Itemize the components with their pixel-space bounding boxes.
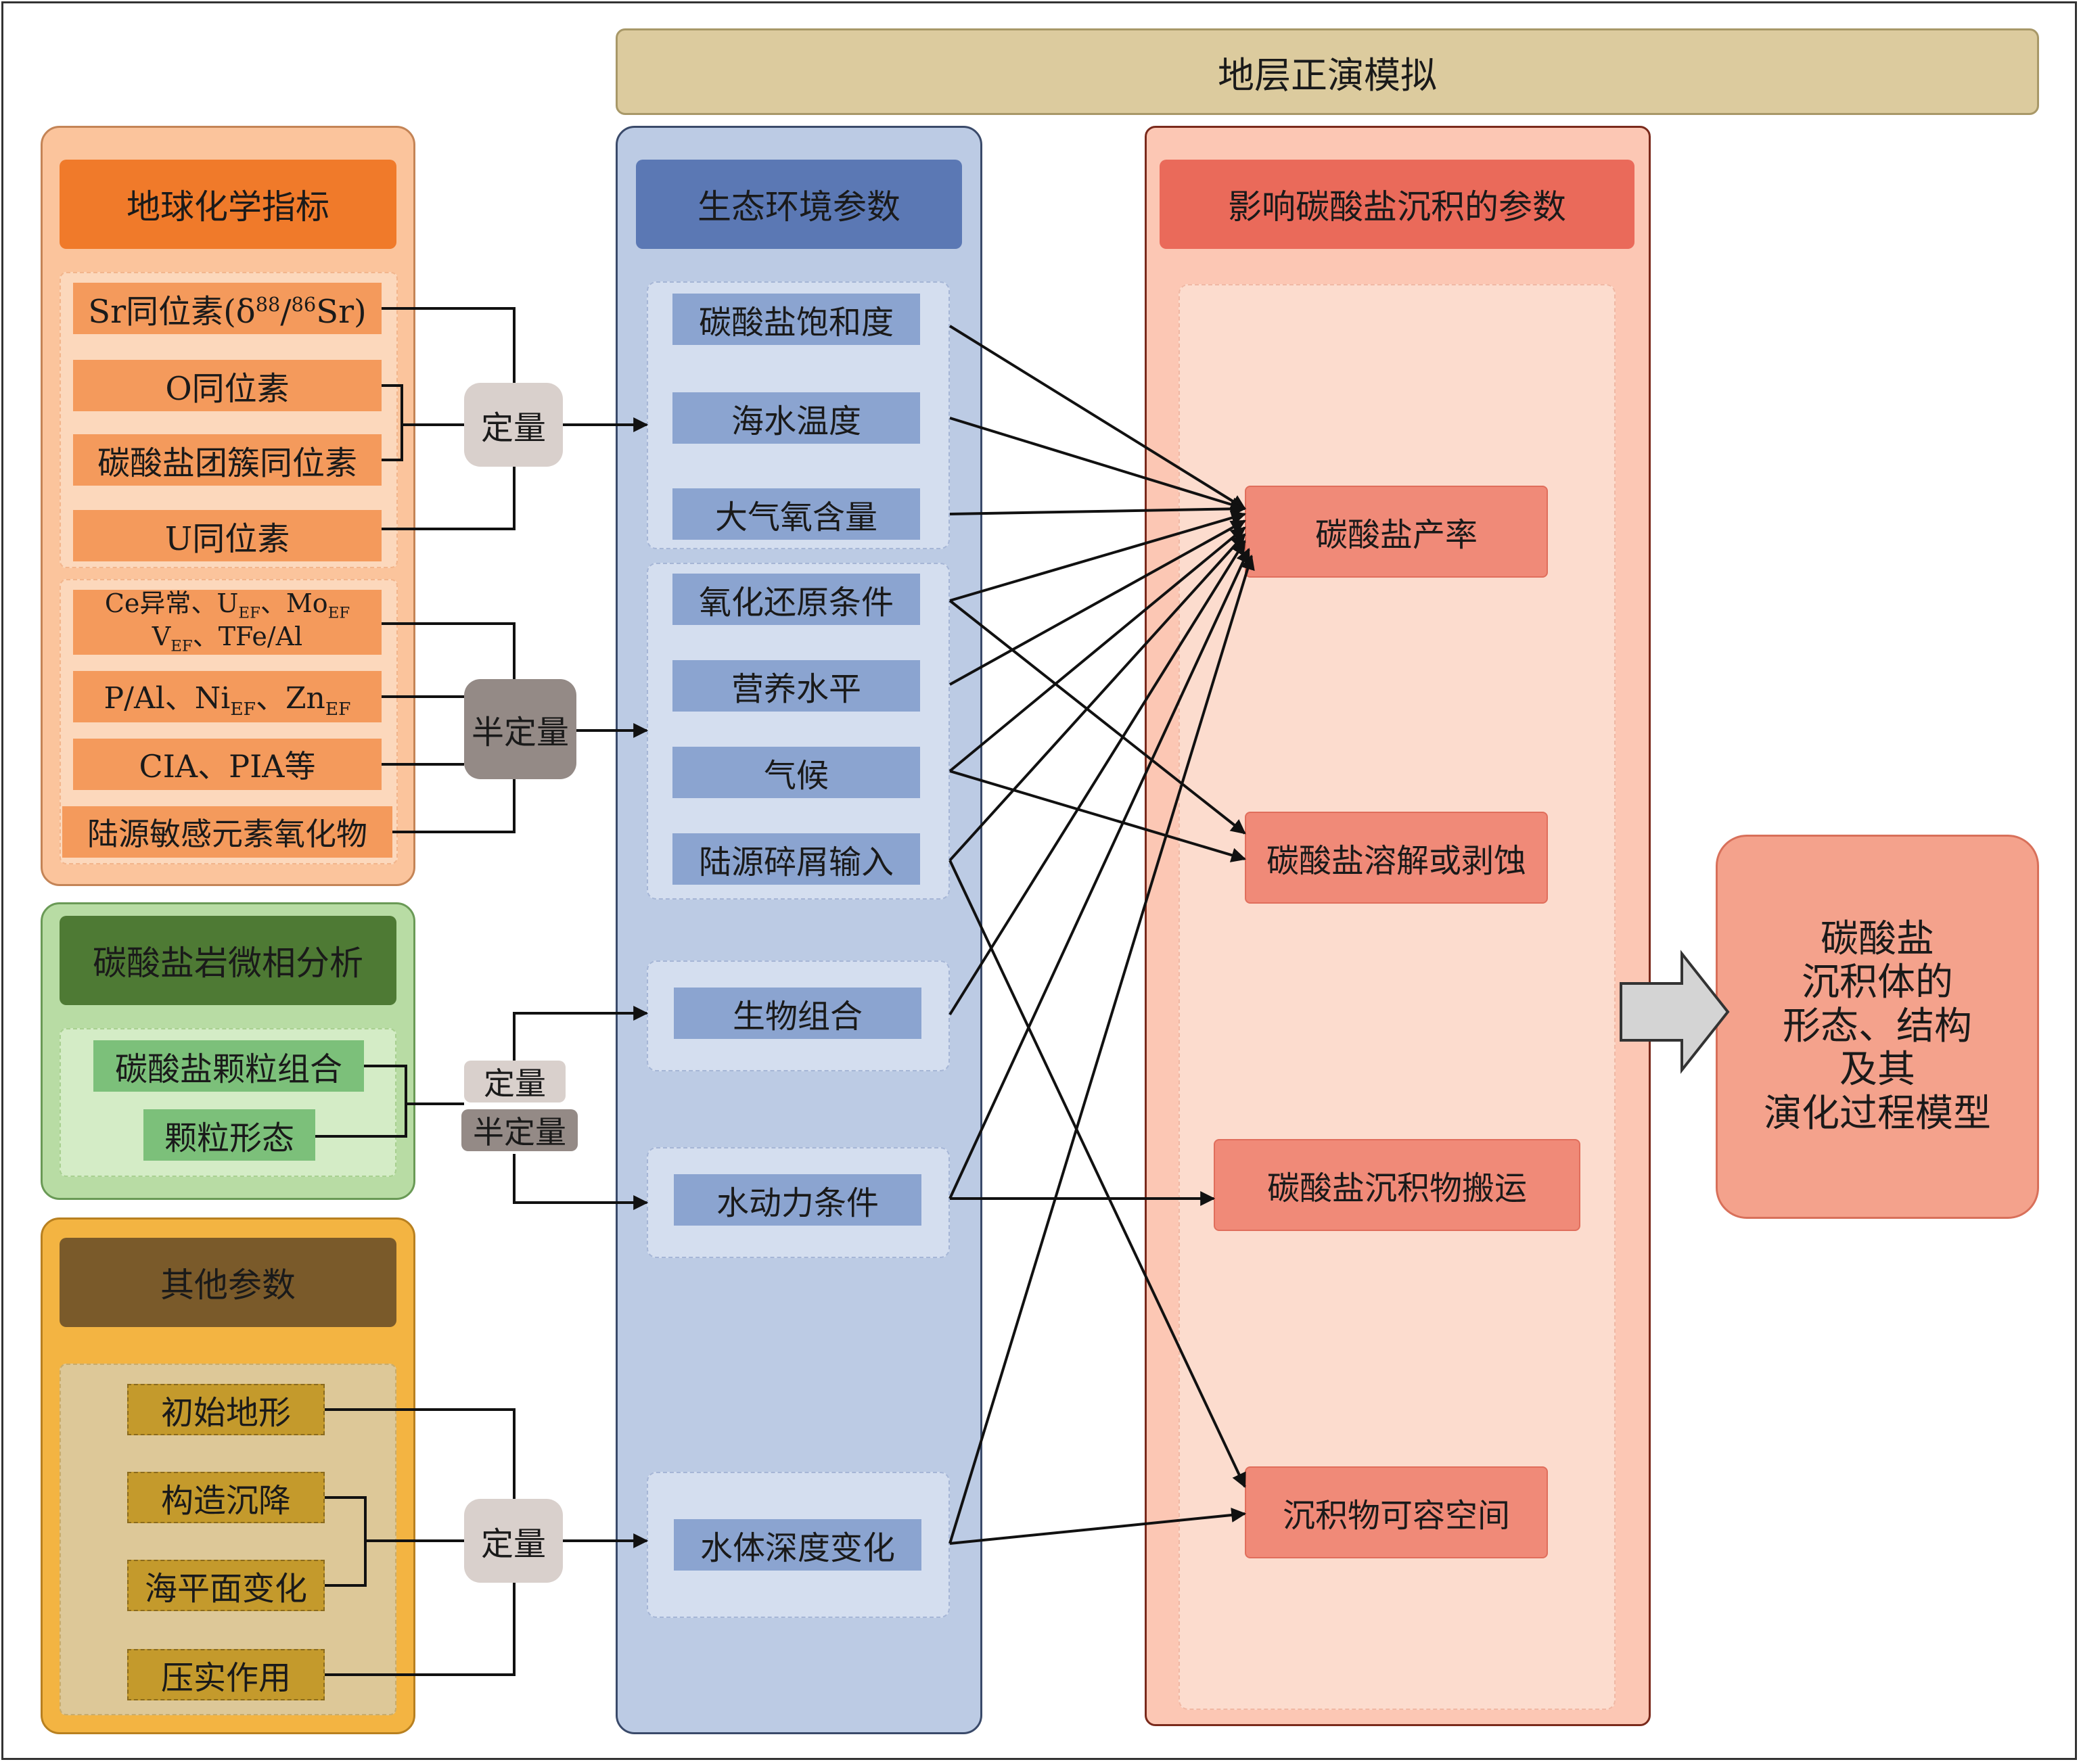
p-al-label: P/Al、NiEF、ZnEF [104,681,351,720]
u-isotope-label: U同位素 [164,520,290,558]
sr-isotope-item: Sr同位素(δ88/86Sr) [73,283,382,334]
grain-morphology-item: 颗粒形态 [143,1109,315,1161]
sea-level-change-label: 海平面变化 [144,1570,307,1608]
eco-climate: 气候 [672,747,920,798]
factor-sediment-transport: 碳酸盐沉积物搬运 [1214,1139,1580,1231]
p-al-item: P/Al、NiEF、ZnEF [73,671,382,722]
sea-level-change-item: 海平面变化 [127,1560,325,1611]
o-isotope-label: O同位素 [165,370,290,408]
grain-assemblage-item: 碳酸盐颗粒组合 [93,1040,364,1092]
geochem-title-box: 地球化学指标 [60,160,396,249]
u-isotope-item: U同位素 [73,510,382,561]
factor-carbonate-production: 碳酸盐产率 [1245,486,1548,578]
header-banner: 地层正演模拟 [616,28,2039,115]
microfacies-title-box: 碳酸盐岩微相分析 [60,916,396,1005]
microfacies-title: 碳酸盐岩微相分析 [93,944,363,983]
grain-morphology-label: 颗粒形态 [164,1119,294,1157]
terrigenous-oxide-label: 陆源敏感元素氧化物 [87,816,367,852]
tag-quantitative-geochem: 定量 [464,383,563,467]
result-line-5: 演化过程模型 [1764,1091,1991,1136]
initial-topography-label: 初始地形 [160,1394,291,1432]
factors-title: 影响碳酸盐沉积的参数 [1228,187,1566,227]
eco-seawater-temperature: 海水温度 [672,392,920,444]
grain-assemblage-label: 碳酸盐颗粒组合 [114,1050,342,1088]
eco-redox-condition: 氧化还原条件 [672,574,920,625]
factor-accommodation-space: 沉积物可容空间 [1245,1466,1548,1558]
eco-atmospheric-oxygen: 大气氧含量 [672,488,920,540]
eco-title: 生态环境参数 [698,187,900,227]
cia-label: CIA、PIA等 [139,748,316,785]
result-line-4: 及其 [1839,1048,1915,1092]
geochem-title: 地球化学指标 [127,187,329,227]
factors-title-box: 影响碳酸盐沉积的参数 [1160,160,1634,249]
eco-biotic-assemblage: 生物组合 [674,988,921,1039]
compaction-item: 压实作用 [127,1649,325,1700]
clumped-isotope-item: 碳酸盐团簇同位素 [73,434,382,486]
tectonic-subsidence-item: 构造沉降 [127,1472,325,1523]
other-params-title-box: 其他参数 [60,1238,396,1327]
result-model-box: 碳酸盐 沉积体的 形态、结构 及其 演化过程模型 [1716,835,2039,1219]
tag-semiquantitative-micro: 半定量 [461,1109,578,1151]
other-params-title: 其他参数 [160,1266,296,1305]
ce-anomaly-line2: VEF、TFe/Al [152,622,303,655]
terrigenous-oxide-item: 陆源敏感元素氧化物 [62,806,392,858]
sr-isotope-label: Sr同位素(δ88/86Sr) [88,293,367,331]
tag-quantitative-other: 定量 [464,1499,563,1583]
ce-anomaly-line1: Ce异常、UEF、MoEF [104,588,350,622]
cia-item: CIA、PIA等 [73,739,382,790]
result-line-2: 沉积体的 [1802,960,1953,1005]
eco-water-depth-change: 水体深度变化 [674,1519,921,1571]
tectonic-subsidence-label: 构造沉降 [160,1482,291,1520]
eco-nutrient-level: 营养水平 [672,660,920,712]
tag-quantitative-micro: 定量 [464,1061,566,1102]
result-line-1: 碳酸盐 [1821,917,1934,962]
factor-carbonate-dissolution: 碳酸盐溶解或剥蚀 [1245,812,1548,904]
initial-topography-item: 初始地形 [127,1384,325,1435]
ce-anomaly-item: Ce异常、UEF、MoEF VEF、TFe/Al [73,588,382,655]
header-title: 地层正演模拟 [1218,53,1437,97]
eco-carbonate-saturation: 碳酸盐饱和度 [672,294,920,345]
eco-terrigenous-input: 陆源碎屑输入 [672,833,920,885]
result-line-3: 形态、结构 [1783,1004,1972,1048]
o-isotope-item: O同位素 [73,360,382,411]
eco-title-box: 生态环境参数 [636,160,962,249]
clumped-isotope-label: 碳酸盐团簇同位素 [97,444,357,482]
eco-hydrodynamic-condition: 水动力条件 [674,1174,921,1226]
compaction-label: 压实作用 [160,1659,291,1697]
tag-semiquantitative-geochem: 半定量 [464,679,576,779]
